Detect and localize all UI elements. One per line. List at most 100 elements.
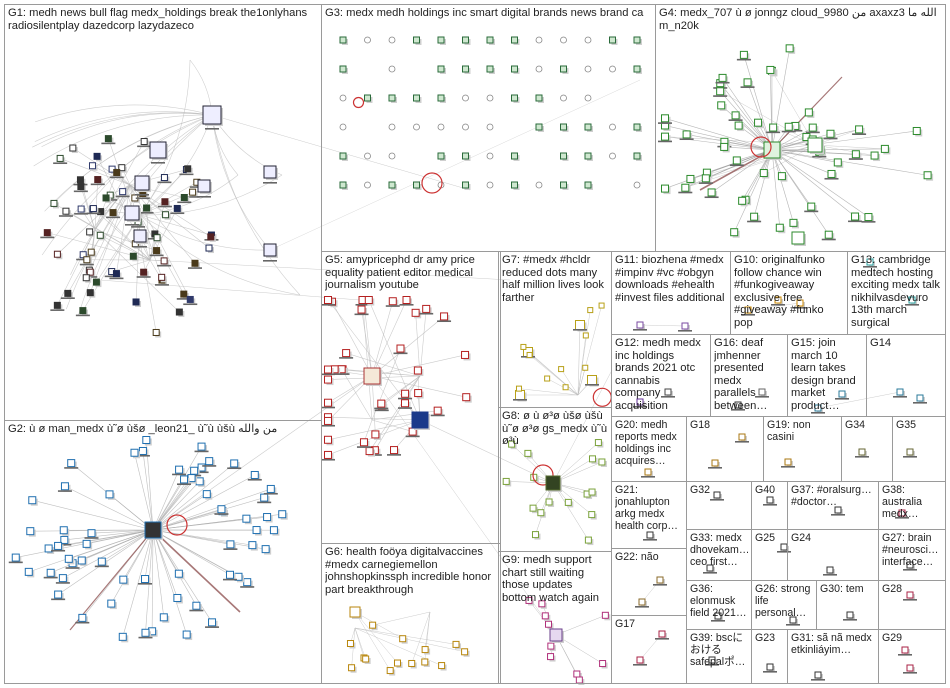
node-square xyxy=(846,611,854,619)
node-label-mark xyxy=(321,458,335,461)
node-label-mark xyxy=(715,81,730,84)
edge-line xyxy=(92,165,131,186)
node-square xyxy=(636,398,644,406)
group-panel-g12[interactable]: G12: medh medx inc holdings brands 2021 … xyxy=(611,334,711,417)
group-panel-g30[interactable]: G30: tem xyxy=(816,580,879,630)
group-panel-g20[interactable]: G20: medh reports medx holdings inc acqu… xyxy=(611,416,687,482)
group-panel-g35[interactable]: G35 xyxy=(892,416,946,482)
edge-line xyxy=(371,301,394,377)
group-panel-g16[interactable]: G16: deaf jmhenner presented medx parall… xyxy=(710,334,788,417)
group-panel-g2[interactable]: G2: ù ø man_medx ù˜ø ùšø _leon21_ ù˜ù ùš… xyxy=(4,420,322,684)
node-label-mark xyxy=(848,158,863,160)
node-square xyxy=(560,181,567,189)
node-label-mark xyxy=(823,574,837,576)
group-panel-g9[interactable]: G9: medh support chart still waiting tho… xyxy=(498,551,612,684)
node-label-mark xyxy=(135,194,149,196)
edge-line xyxy=(32,499,154,531)
group-panel-g14[interactable]: G14 xyxy=(866,334,946,417)
group-panel-g13[interactable]: G13: cambridge medtech hosting exciting … xyxy=(847,251,946,335)
edge-line xyxy=(152,529,187,635)
node-square xyxy=(708,656,716,664)
node-label-mark xyxy=(903,569,917,571)
node-square xyxy=(814,404,822,412)
node-square xyxy=(202,105,222,125)
group-title-g3: G3: medx medh holdings inc smart digital… xyxy=(325,7,644,19)
node-square xyxy=(158,273,166,281)
group-panel-g10[interactable]: G10: originalfunko follow chance win #fu… xyxy=(730,251,848,335)
group-panel-g37[interactable]: G37: #oralsurg… #doctor… xyxy=(787,481,879,530)
node-label-mark xyxy=(263,182,277,184)
node-square xyxy=(720,142,729,151)
node-square xyxy=(584,123,592,131)
edge-line xyxy=(149,259,511,281)
node-square xyxy=(807,202,816,211)
node-label-mark xyxy=(57,490,72,492)
node-square xyxy=(658,630,666,638)
node-square xyxy=(598,458,606,466)
node-square xyxy=(93,152,101,160)
edge-line xyxy=(354,627,465,653)
group-panel-g32[interactable]: G32 xyxy=(686,481,752,530)
group-panel-g38[interactable]: G38: australia medx… xyxy=(878,481,946,530)
node-label-mark xyxy=(861,221,876,223)
group-panel-g4[interactable]: G4: medx_707 ù ø jonngz cloud_9980 من ax… xyxy=(655,4,946,252)
node-square xyxy=(388,94,396,102)
edge-line xyxy=(152,463,235,531)
node-label-mark xyxy=(831,514,845,516)
edge-line xyxy=(547,378,579,396)
group-panel-g36[interactable]: G36: elonmusk field 2021… xyxy=(686,580,752,630)
node-square xyxy=(413,181,420,189)
group-panel-g40[interactable]: G40 xyxy=(751,481,788,530)
group-panel-g25[interactable]: G25 xyxy=(751,529,788,581)
group-panel-g5[interactable]: G5: amypricephd dr amy price equality pa… xyxy=(321,251,501,544)
group-panel-g1[interactable]: G1: medh news bull flag medx_holdings br… xyxy=(4,4,322,421)
node-square xyxy=(744,306,752,314)
node-label-mark xyxy=(154,284,169,286)
group-panel-g26[interactable]: G26: strong life personal… xyxy=(751,580,817,630)
node-label-mark xyxy=(79,263,94,266)
group-panel-g21[interactable]: G21: jonahlupton arkg medx health corp… xyxy=(611,481,687,549)
group-panel-g19[interactable]: G19: non casini xyxy=(763,416,842,482)
node-square xyxy=(633,123,641,131)
node-square xyxy=(661,132,669,141)
group-panel-g29[interactable]: G29 xyxy=(878,629,946,684)
node-label-mark xyxy=(777,551,791,553)
group-panel-g22[interactable]: G22: não xyxy=(611,548,687,616)
node-square xyxy=(77,205,85,213)
node-label-mark xyxy=(179,173,194,176)
group-panel-g3[interactable]: G3: medx medh holdings inc smart digital… xyxy=(321,4,656,252)
node-square xyxy=(906,561,914,569)
group-panel-g34[interactable]: G34 xyxy=(841,416,893,482)
node-square xyxy=(339,181,347,189)
edge-line xyxy=(869,261,913,301)
edge-line xyxy=(743,54,773,151)
group-panel-g24[interactable]: G24 xyxy=(787,529,879,581)
group-panel-g31[interactable]: G31: sã nã medx etkinliáyim… xyxy=(787,629,879,684)
group-panel-g17[interactable]: G17 xyxy=(611,615,687,684)
node-label-mark xyxy=(263,260,277,262)
node-dot xyxy=(364,181,371,189)
edge-line xyxy=(361,309,373,377)
group-panel-g8[interactable]: G8: ø ù ø³ø ùšø ùšù ù˜ø ø³ø gs_medx ù˜ù … xyxy=(498,407,612,552)
group-panel-g11[interactable]: G11: biozhena #medx #impinv #vc #obgyn d… xyxy=(611,251,731,335)
node-label-mark xyxy=(90,183,105,186)
group-panel-g23[interactable]: G23 xyxy=(751,629,788,684)
edge-line xyxy=(152,529,197,606)
group-panel-g28[interactable]: G28 xyxy=(878,580,946,630)
group-panel-g7[interactable]: G7: #medx #hcldr reduced dots many half … xyxy=(498,251,612,408)
node-square xyxy=(413,366,422,375)
group-panel-g39[interactable]: G39: bscにおける safepalポ… xyxy=(686,629,752,684)
group-panel-g15[interactable]: G15: join march 10 learn takes design br… xyxy=(787,334,867,417)
node-square xyxy=(541,612,549,620)
edge-line xyxy=(577,324,581,396)
self-loop xyxy=(750,136,772,158)
group-panel-g33[interactable]: G33: medx dhovekam… ceo first… xyxy=(686,529,752,581)
group-title-g36: G36: elonmusk field 2021… xyxy=(690,583,747,619)
node-square xyxy=(646,531,654,539)
group-title-g40: G40 xyxy=(755,484,776,496)
group-panel-g18[interactable]: G18 xyxy=(686,416,764,482)
node-square xyxy=(838,390,846,398)
group-panel-g6[interactable]: G6: health foöya digitalvaccines #medx c… xyxy=(321,543,501,684)
node-square xyxy=(738,196,747,205)
group-panel-g27[interactable]: G27: brain #neurosci… interface… xyxy=(878,529,946,581)
